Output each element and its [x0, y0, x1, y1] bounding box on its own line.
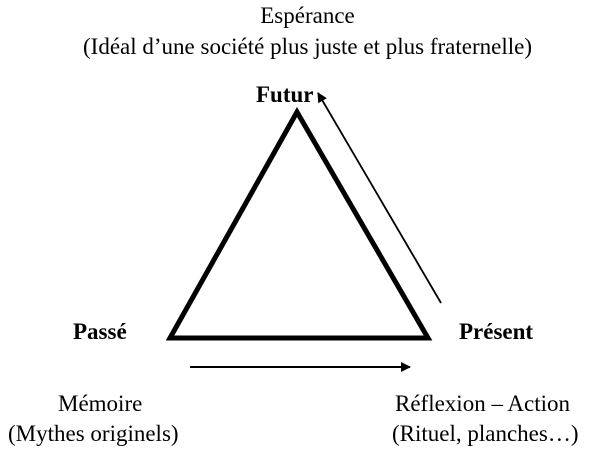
memoire-subtitle: (Mythes originels) — [8, 421, 179, 446]
label-futur: Futur — [256, 82, 314, 107]
arrow-diagonal — [317, 92, 442, 304]
top-subtitle: (Idéal d’une société plus juste et plus … — [83, 34, 532, 59]
label-present: Présent — [459, 319, 534, 344]
memoire-title: Mémoire — [58, 391, 143, 416]
reflexion-title: Réflexion – Action — [395, 391, 571, 416]
label-passe: Passé — [73, 319, 127, 344]
reflexion-subtitle: (Rituel, planches…) — [392, 421, 579, 446]
triangle — [165, 106, 433, 341]
top-title: Espérance — [260, 3, 355, 28]
